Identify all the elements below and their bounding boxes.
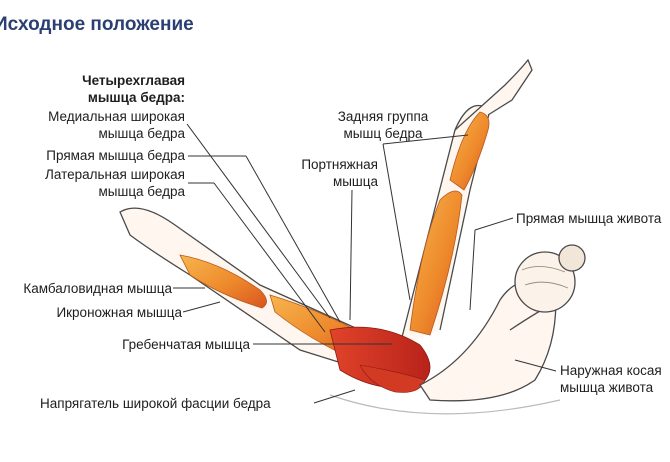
floor-shadow bbox=[329, 394, 561, 415]
page-title: Исходное положение bbox=[0, 14, 194, 35]
label-quadriceps-line2: мышца бедра: bbox=[87, 90, 185, 105]
label-tensor-fasciae: Напрягатель широкой фасции бедра bbox=[40, 396, 271, 411]
label-external-oblique-line1: Наружная косая bbox=[560, 363, 662, 378]
extended-calf-muscle bbox=[179, 254, 267, 309]
label-pectineus: Гребенчатая мышца bbox=[122, 337, 250, 352]
label-external-oblique: Наружная косая мышца живота bbox=[560, 362, 662, 396]
label-vastus-medialis-line1: Медиальная широкая bbox=[48, 109, 185, 124]
label-hamstrings: Задняя группа мышц бедра bbox=[328, 108, 438, 142]
raised-calf-muscle bbox=[449, 111, 490, 191]
label-sartorius: Портняжная мышца bbox=[270, 156, 378, 190]
raised-thigh-muscle bbox=[409, 190, 463, 336]
head bbox=[514, 244, 586, 313]
leader-lines bbox=[173, 123, 557, 404]
label-external-oblique-line2: мышца живота bbox=[560, 380, 654, 395]
hip-muscles bbox=[329, 326, 431, 389]
label-rectus-abdominis: Прямая мышца живота bbox=[516, 211, 662, 226]
label-sartorius-line2: мышца bbox=[332, 174, 378, 189]
label-vastus-medialis: Медиальная широкая мышца бедра bbox=[10, 108, 185, 142]
label-sartorius-line1: Портняжная bbox=[301, 157, 378, 172]
label-vastus-lateralis-line2: мышца бедра bbox=[98, 184, 186, 199]
label-quadriceps: Четырехглавая мышца бедра: bbox=[45, 72, 185, 106]
label-soleus: Камбаловидная мышца bbox=[23, 281, 172, 296]
label-quadriceps-line1: Четырехглавая bbox=[82, 73, 185, 88]
label-vastus-medialis-line2: мышца бедра bbox=[98, 126, 186, 141]
label-vastus-lateralis-line1: Латеральная широкая bbox=[45, 167, 185, 182]
label-gastrocnemius: Икроножная мышца bbox=[56, 305, 182, 320]
label-hamstrings-line1: Задняя группа bbox=[337, 109, 429, 124]
tensor-muscle bbox=[359, 364, 426, 393]
label-hamstrings-line2: мышц бедра bbox=[343, 126, 423, 141]
label-rectus-femoris: Прямая мышца бедра bbox=[46, 148, 185, 163]
label-vastus-lateralis: Латеральная широкая мышца бедра bbox=[0, 166, 185, 200]
